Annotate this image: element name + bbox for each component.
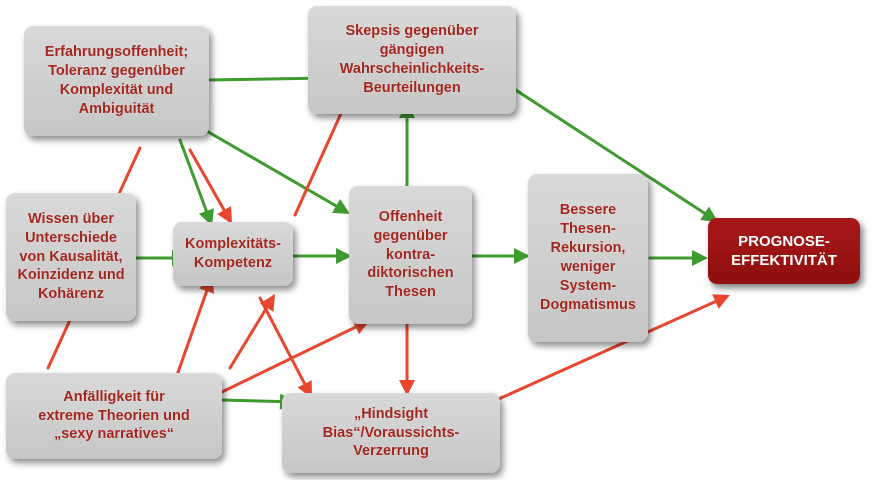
node-offenheit: Offenheit gegenüber kontra- diktorischen… — [349, 186, 472, 324]
node-hindsight: „Hindsight Bias“/Voraussichts- Verzerrun… — [282, 393, 500, 473]
node-offenheit-label: Offenheit gegenüber kontra- diktorischen… — [367, 208, 454, 301]
edge-komplex-to-hindsight-negative — [258, 296, 308, 389]
node-wissen: Wissen über Unterschiede von Kausalität,… — [6, 193, 136, 321]
node-skepsis-label: Skepsis gegenüber gängigen Wahrscheinlic… — [339, 23, 485, 96]
edge-anfaellig-to-offenheit-negative — [220, 324, 360, 394]
edge-anfaellig-to-hindsight-positive — [220, 398, 285, 404]
edge-anfaellig-to-komplex-negative — [174, 286, 210, 380]
node-komplex: Komplexitäts- Kompetenz — [173, 222, 293, 286]
arrowhead-anfaellig-to-hindsight — [259, 294, 275, 312]
node-komplex-label: Komplexitäts- Kompetenz — [185, 236, 281, 271]
arrowhead-hindsight-to-prognose — [712, 294, 730, 309]
node-prognose-label: PROGNOSE- EFFEKTIVITÄT — [731, 232, 837, 270]
arrowhead-bessere-to-prognose — [692, 250, 708, 266]
node-bessere: Bessere Thesen- Rekursion, weniger Syste… — [528, 174, 648, 342]
node-erfahrung-label: Erfahrungsoffenheit; Toleranz gegenüber … — [44, 44, 189, 117]
node-anfaellig: Anfälligkeit für extreme Theorien und „s… — [6, 373, 222, 459]
node-bessere-label: Bessere Thesen- Rekursion, weniger Syste… — [540, 202, 636, 313]
node-skepsis: Skepsis gegenüber gängigen Wahrscheinlic… — [308, 6, 516, 114]
edge-erfahrung-to-komplex-positive — [178, 138, 210, 216]
edge-erfahrung-to-skepsis-positive — [206, 76, 315, 82]
node-anfaellig-label: Anfälligkeit für extreme Theorien und „s… — [38, 388, 190, 443]
node-wissen-label: Wissen über Unterschiede von Kausalität,… — [17, 210, 125, 303]
node-hindsight-label: „Hindsight Bias“/Voraussichts- Verzerrun… — [322, 405, 460, 460]
edge-erfahrung-to-wissen-negative — [116, 146, 142, 198]
edge-erfahrung-to-komplex-negative — [188, 148, 228, 215]
arrowhead-erfahrung-to-offenheit — [332, 199, 350, 214]
edge-erfahrung-to-offenheit-positive — [203, 128, 341, 210]
edge-komplex-to-skepsis-negative — [293, 97, 350, 217]
edge-wissen-to-anfaellig-negative — [46, 318, 72, 370]
node-prognose: PROGNOSE- EFFEKTIVITÄT — [708, 218, 860, 284]
node-erfahrung: Erfahrungsoffenheit; Toleranz gegenüber … — [24, 26, 209, 136]
edge-anfaellig-to-hindsight-negative — [228, 303, 270, 370]
